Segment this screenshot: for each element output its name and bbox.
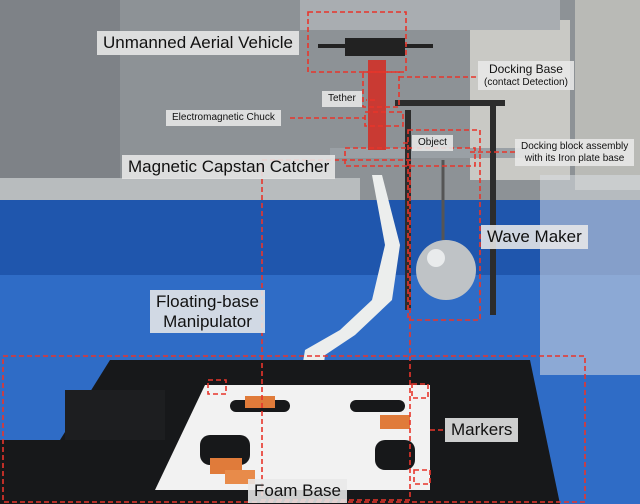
capstan-catcher-label: Magnetic Capstan Catcher: [122, 155, 336, 179]
manipulator-line-2: Manipulator: [163, 311, 252, 331]
docking-block-line-2: with its Iron plate base: [524, 152, 625, 164]
wall-panel-left: [0, 0, 120, 190]
docking-block-line-1: Docking block assembly: [521, 141, 629, 152]
docking-base-title: Docking Base: [488, 62, 563, 76]
marker-box-3: [413, 469, 431, 485]
docking-base-note: (contact Detection): [484, 76, 568, 88]
docking-base-box: [362, 71, 400, 108]
uav-box: [307, 11, 407, 73]
docking-block-label: Docking block assembly with its Iron pla…: [515, 139, 635, 166]
plate-slot-2: [350, 400, 405, 412]
manipulator-arm: [295, 175, 400, 412]
foam-base-left-block: [65, 390, 165, 440]
tether-mast: [368, 60, 386, 150]
marker-1: [245, 396, 275, 408]
manipulator-label: Floating-base Manipulator: [150, 290, 266, 334]
catcher-bar: [330, 148, 530, 158]
tether-label: Tether: [322, 91, 362, 107]
foam-base-label: Foam Base: [248, 479, 347, 503]
net: [540, 175, 640, 375]
wave-maker-highlight: [427, 249, 445, 267]
markers-label: Markers: [445, 418, 519, 442]
callout-leaders: [290, 76, 515, 431]
marker-box-1: [207, 379, 227, 395]
manipulator-line-1: Floating-base: [156, 292, 260, 311]
wave-maker-label: Wave Maker: [481, 225, 588, 249]
frame-post-right: [490, 105, 496, 315]
marker-box-2: [411, 383, 429, 399]
plate-slot-3: [200, 435, 250, 465]
marker-4: [225, 470, 255, 484]
frame-beam: [395, 100, 505, 106]
object-label: Object: [412, 135, 453, 151]
wave-maker-box: [407, 129, 481, 321]
wave-maker-sphere: [416, 240, 476, 300]
marker-2: [380, 415, 410, 429]
plate-slot-4: [375, 440, 415, 470]
docking-base-label: Docking Base (contact Detection): [478, 61, 574, 91]
uav-label: Unmanned Aerial Vehicle: [97, 31, 299, 55]
chuck-box: [364, 111, 404, 127]
electromagnetic-chuck-label: Electromagnetic Chuck: [166, 110, 281, 126]
rack-bar: [0, 178, 360, 200]
uav-arm: [318, 44, 433, 48]
window-strip: [300, 0, 560, 30]
